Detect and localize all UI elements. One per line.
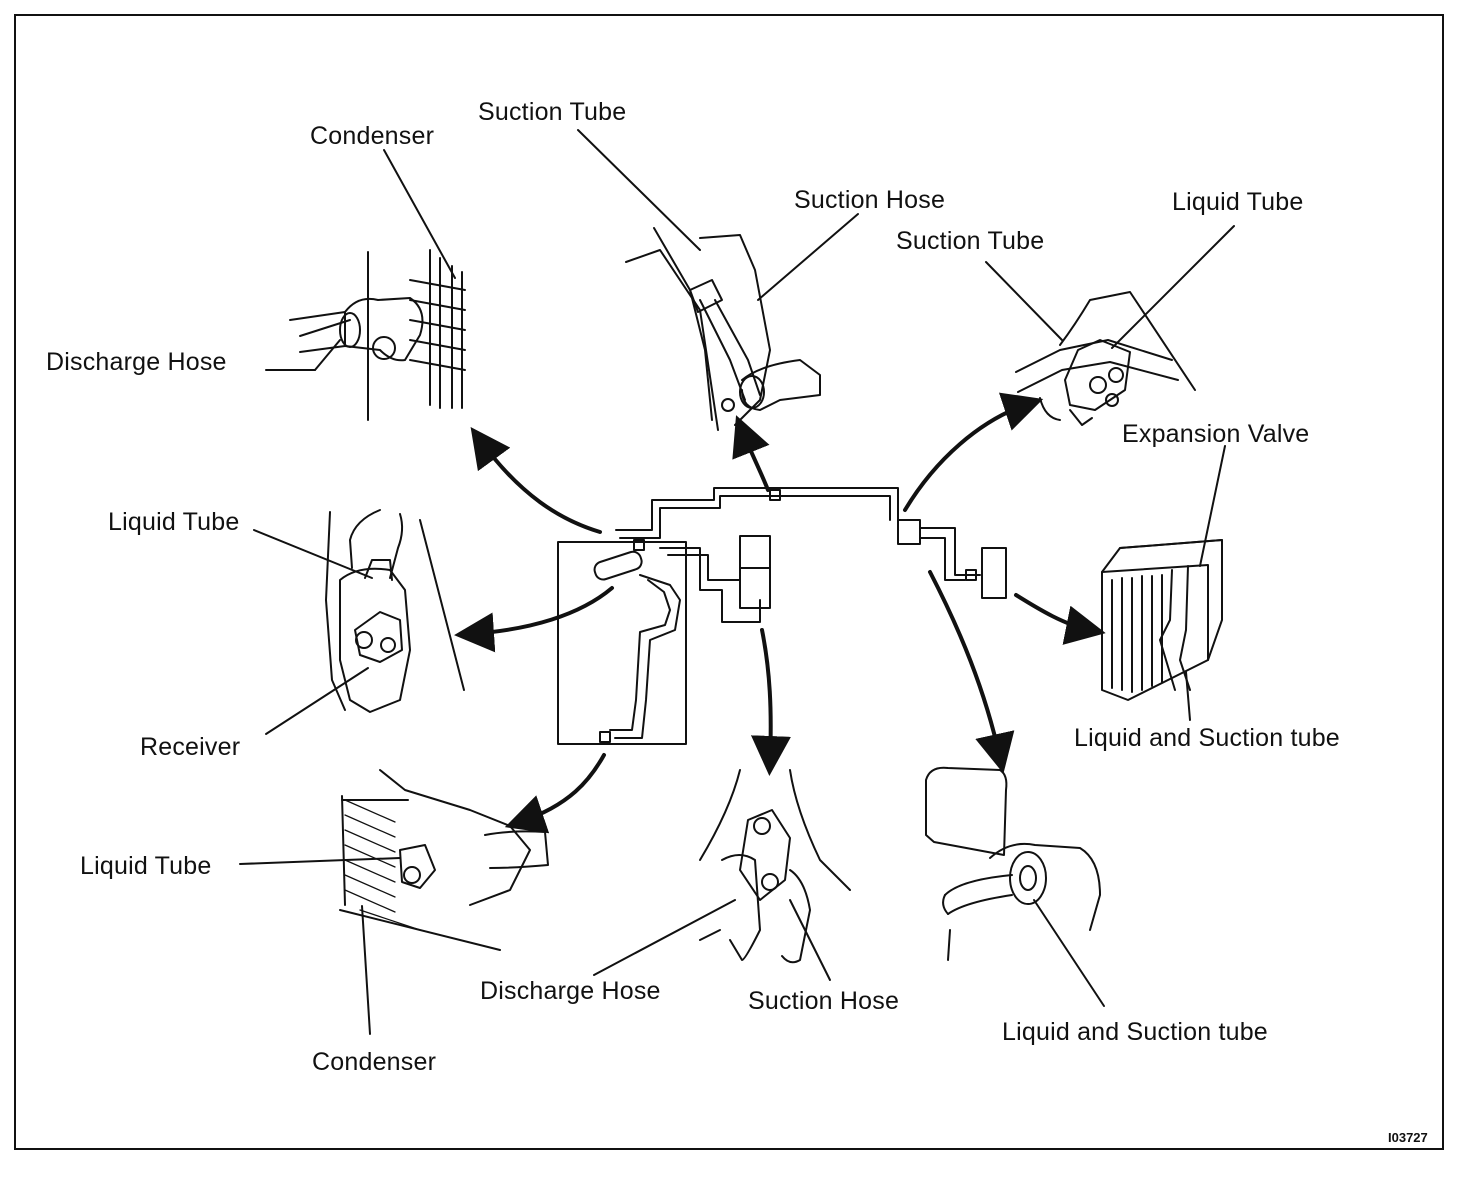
illustration-expansion-valve — [985, 225, 1235, 426]
label-liquid-tube-receiver: Liquid Tube — [108, 508, 240, 536]
arrow-to-receiver — [454, 586, 614, 653]
arrow-to-expansion-valve — [903, 392, 1044, 512]
label-suction-tube-right: Suction Tube — [896, 227, 1045, 255]
label-liquid-suction-tube-bottom: Liquid and Suction tube — [1002, 1018, 1268, 1046]
arrow-to-suction-tube — [732, 415, 770, 492]
illustration-receiver — [253, 509, 465, 735]
illustration-evaporator — [1101, 445, 1226, 721]
arrow-to-condenser-top — [470, 427, 602, 534]
label-liquid-tube-bottom-left: Liquid Tube — [80, 852, 212, 880]
label-suction-hose-top: Suction Hose — [794, 186, 946, 214]
illustration-firewall-connection — [925, 766, 1105, 1007]
diagram-frame — [14, 14, 1444, 1150]
illustration-condenser-top — [265, 149, 466, 421]
illustration-suction-tube-top — [577, 129, 859, 431]
label-liquid-suction-tube-evap: Liquid and Suction tube — [1074, 724, 1340, 752]
figure-id: I03727 — [1388, 1130, 1428, 1145]
central-piping-layout — [557, 487, 1007, 745]
label-receiver: Receiver — [140, 733, 241, 761]
arrow-to-condenser-bottom — [504, 753, 606, 834]
label-suction-tube-top: Suction Tube — [478, 98, 627, 126]
arrow-to-compressor — [750, 628, 791, 776]
label-condenser-bottom: Condenser — [312, 1048, 437, 1076]
label-suction-hose-bottom: Suction Hose — [748, 987, 900, 1015]
illustration-condenser-bottom — [239, 769, 549, 1035]
arrow-to-evaporator — [1014, 593, 1106, 645]
label-discharge-hose-left: Discharge Hose — [46, 348, 227, 376]
arrows — [454, 392, 1106, 834]
label-discharge-hose-bottom: Discharge Hose — [480, 977, 661, 1005]
label-condenser-top: Condenser — [310, 122, 435, 150]
illustration-compressor — [593, 769, 851, 981]
label-liquid-tube-top-right: Liquid Tube — [1172, 188, 1304, 216]
arrow-to-firewall — [928, 570, 1015, 774]
label-expansion-valve: Expansion Valve — [1122, 420, 1310, 448]
